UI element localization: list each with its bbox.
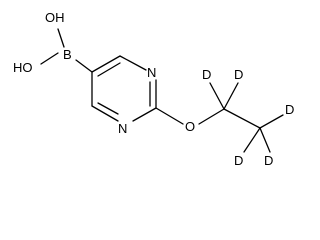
deuterium-label-4: D <box>234 153 243 168</box>
oxygen-label: O <box>185 119 195 134</box>
bonds <box>40 28 284 153</box>
nitrogen-top-label: N <box>147 65 156 80</box>
bond-b-oh-bottom <box>40 52 59 65</box>
bond-c6-n1 <box>119 55 147 71</box>
bond-c5-c6-inner <box>97 62 121 77</box>
bond-n3-c4-inner <box>97 102 119 115</box>
deuterium-label-3: D <box>285 102 294 117</box>
hydroxyl-bottom-label: HO <box>13 60 33 75</box>
bond-c2-o <box>155 107 184 125</box>
bond-ch2-cd3 <box>223 108 261 129</box>
atom-labels: OH HO B N N O D D D D D <box>13 10 294 168</box>
bond-ch2-d1 <box>209 82 225 110</box>
deuterium-label-1: D <box>202 67 211 82</box>
bond-c2-n3 <box>132 107 157 122</box>
nitrogen-bottom-label: N <box>118 121 127 136</box>
bond-c5-c6 <box>91 55 121 73</box>
deuterium-label-5: D <box>264 153 273 168</box>
bond-cd3-d5 <box>259 127 271 153</box>
bond-cd3-d4 <box>243 127 261 153</box>
bond-cd3-d3 <box>259 114 284 129</box>
chemical-structure-diagram: OH HO B N N O D D D D D <box>13 10 294 168</box>
bond-b-oh-top <box>57 28 65 48</box>
bond-n3-c4 <box>91 105 119 122</box>
bond-ch2-d2 <box>223 82 239 110</box>
boron-label: B <box>63 47 72 62</box>
hydroxyl-top-label: OH <box>45 10 65 25</box>
deuterium-label-2: D <box>234 67 243 82</box>
bond-b-c5 <box>75 59 93 73</box>
bond-o-ch2 <box>198 108 225 125</box>
